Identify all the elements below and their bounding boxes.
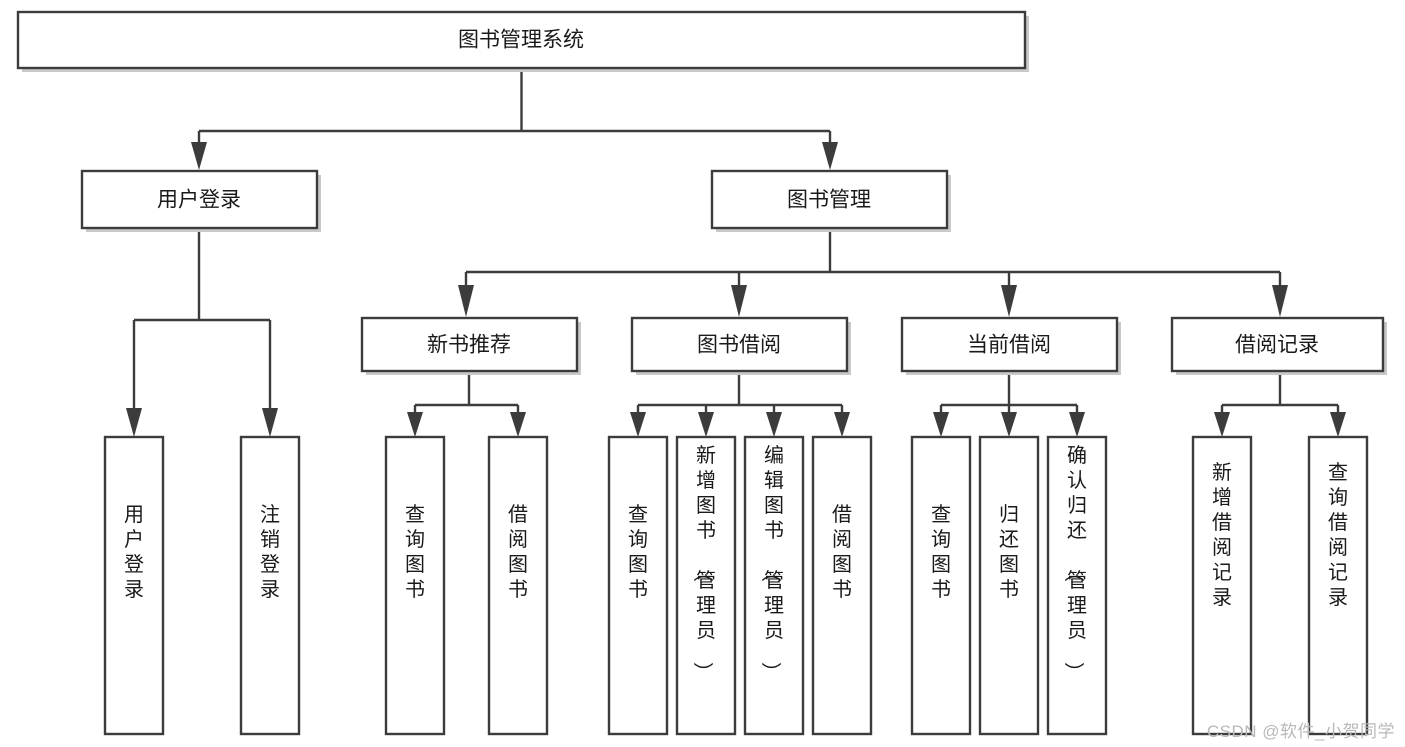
node-current-borrow-label: 当前借阅 [967,334,1051,357]
arrow-head-icon [1272,285,1288,317]
arrow-head-icon [1001,285,1017,317]
leaf-box [811,435,873,736]
leaf-label: 注销登录 [260,503,280,601]
arrow-head-icon [407,412,423,437]
node-user-login-label: 用户登录 [157,189,241,212]
leaf-book-borrow-1[interactable]: 新增图书（管理员） [675,435,737,736]
leaf-box [675,435,737,736]
leaf-box [384,435,446,736]
leaf-box [239,435,301,736]
node-book-borrow-box [630,316,849,373]
leaf-label: 借阅图书 [508,503,528,601]
leaf-label: 编辑图书（管理员） [759,444,784,682]
leaf-label: 查询借阅记录 [1328,461,1348,609]
node-root-box [16,10,1027,70]
leaf-label: 查询图书 [628,503,648,601]
leaf-label: 新增借阅记录 [1212,461,1232,609]
leaf-box [607,435,669,736]
arrow-head-icon [191,142,207,170]
arrow-head-icon [766,412,782,437]
leaf-box [1046,435,1108,736]
leaf-label: 归还图书 [999,503,1019,601]
leaf-current-borrow-0[interactable]: 查询图书 [910,435,972,736]
arrow-head-icon [1069,412,1085,437]
node-new-book-recommend-box [360,316,579,373]
node-borrow-record[interactable]: 借阅记录 [1170,316,1387,375]
node-user-login-box [80,169,319,230]
arrow-head-icon [630,412,646,437]
leaf-box [1191,435,1253,736]
leaf-label: 确认归还（管理员） [1062,444,1087,682]
node-book-borrow[interactable]: 图书借阅 [630,316,851,375]
arrow-head-icon [1001,412,1017,437]
node-new-book-recommend[interactable]: 新书推荐 [360,316,581,375]
arrow-head-icon [1330,412,1346,437]
arrow-head-icon [731,285,747,317]
leaf-box [910,435,972,736]
leaf-box [487,435,549,736]
arrow-head-icon [510,412,526,437]
leaf-user-login-1[interactable]: 注销登录 [239,435,301,736]
leaf-borrow-record-0[interactable]: 新增借阅记录 [1191,435,1253,736]
leaf-current-borrow-1[interactable]: 归还图书 [978,435,1040,736]
node-borrow-record-label: 借阅记录 [1235,334,1319,357]
connectors-group [126,68,1346,437]
arrow-head-icon [822,142,838,170]
leaf-box [978,435,1040,736]
leaf-new-book-recommend-1[interactable]: 借阅图书 [487,435,549,736]
node-book-management-label: 图书管理 [787,189,871,212]
arrow-head-icon [458,285,474,317]
leaf-book-borrow-3[interactable]: 借阅图书 [811,435,873,736]
leaf-user-login-0[interactable]: 用户登录 [103,435,165,736]
node-borrow-record-box [1170,316,1385,373]
node-user-login[interactable]: 用户登录 [80,169,321,232]
leaf-label: 查询图书 [931,503,951,601]
leaf-book-borrow-2[interactable]: 编辑图书（管理员） [743,435,805,736]
node-new-book-recommend-label: 新书推荐 [427,334,511,357]
leaf-borrow-record-1[interactable]: 查询借阅记录 [1307,435,1369,736]
node-root-label: 图书管理系统 [458,29,584,52]
leaf-box [1307,435,1369,736]
leaf-new-book-recommend-0[interactable]: 查询图书 [384,435,446,736]
leaf-book-borrow-0[interactable]: 查询图书 [607,435,669,736]
leaf-box [743,435,805,736]
leaf-label: 新增图书（管理员） [691,444,716,682]
node-current-borrow[interactable]: 当前借阅 [900,316,1121,375]
leaf-box [103,435,165,736]
node-current-borrow-box [900,316,1119,373]
arrow-head-icon [834,412,850,437]
arrow-head-icon [126,408,142,437]
node-book-borrow-label: 图书借阅 [697,334,781,357]
node-root[interactable]: 图书管理系统 [16,10,1029,72]
arrow-head-icon [933,412,949,437]
leaf-label: 借阅图书 [832,503,852,601]
arrow-head-icon [698,412,714,437]
node-book-management[interactable]: 图书管理 [710,169,951,232]
leaf-current-borrow-2[interactable]: 确认归还（管理员） [1046,435,1108,736]
leaf-label: 用户登录 [124,504,144,601]
leaf-label: 查询图书 [405,503,425,601]
arrow-head-icon [1214,412,1230,437]
arrow-head-icon [262,408,278,437]
node-book-management-box [710,169,949,230]
